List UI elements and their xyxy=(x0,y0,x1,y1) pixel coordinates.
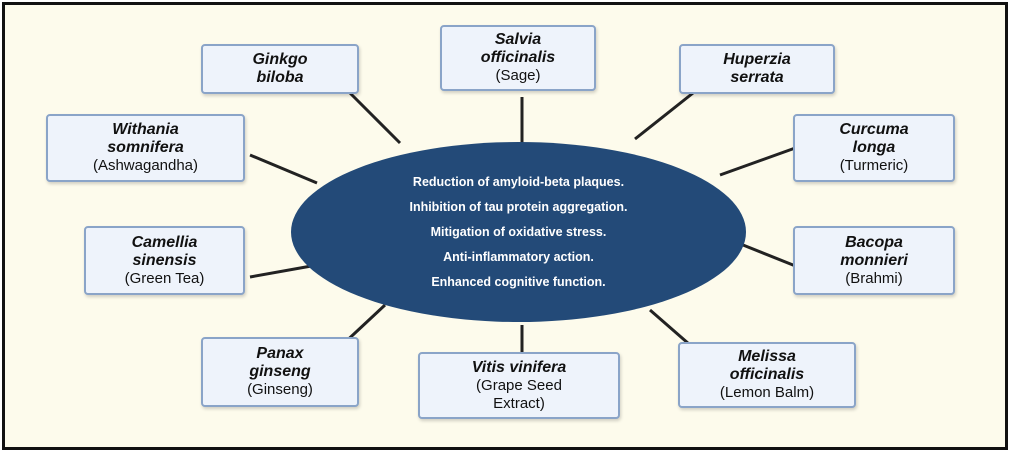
common-name: (Turmeric) xyxy=(839,157,909,174)
scientific-name-line: Huperzia xyxy=(723,51,791,68)
scientific-name-line: sinensis xyxy=(132,251,197,269)
node-panax-ginseng: Panax ginseng (Ginseng) xyxy=(201,337,359,407)
mechanism-line: Reduction of amyloid-beta plaques. xyxy=(412,174,625,189)
scientific-name-line: Withania xyxy=(112,121,179,138)
common-name: (Grape Seed xyxy=(476,376,562,394)
scientific-name-line: Camellia xyxy=(131,233,198,251)
mechanism-line: Mitigation of oxidative stress. xyxy=(430,224,607,239)
scientific-name-line: Melissa xyxy=(738,348,796,365)
connector-curcuma xyxy=(719,145,799,177)
node-bacopa-monnieri: Bacopa monnieri (Brahmi) xyxy=(793,226,955,295)
node-salvia-officinalis: Salvia officinalis (Sage) xyxy=(440,25,596,91)
node-withania-somnifera: Withania somnifera (Ashwagandha) xyxy=(46,114,245,182)
common-name: Extract) xyxy=(493,394,545,412)
scientific-name-line: Ginkgo xyxy=(252,51,308,68)
scientific-name-line: ginseng xyxy=(249,363,311,380)
scientific-name-line: serrata xyxy=(730,69,784,86)
scientific-name-line: Vitis vinifera xyxy=(471,358,567,376)
mechanism-line: Enhanced cognitive function. xyxy=(431,274,606,289)
scientific-name-line: Curcuma xyxy=(839,121,909,138)
scientific-name-line: monnieri xyxy=(840,251,908,269)
node-vitis-vinifera: Vitis vinifera (Grape Seed Extract) xyxy=(418,352,620,419)
connector-bacopa xyxy=(742,243,799,269)
mechanism-line: Anti-inflammatory action. xyxy=(443,249,594,264)
scientific-name-line: officinalis xyxy=(729,366,805,383)
connector-huperzia xyxy=(634,91,694,141)
node-melissa-officinalis: Melissa officinalis (Lemon Balm) xyxy=(678,342,856,408)
node-huperzia-serrata: Huperzia serrata xyxy=(679,44,835,94)
node-curcuma-longa: Curcuma longa (Turmeric) xyxy=(793,114,955,182)
common-name: (Ginseng) xyxy=(247,381,313,398)
scientific-name-line: Salvia xyxy=(494,31,542,48)
connector-withania xyxy=(249,153,318,185)
connector-camellia xyxy=(249,263,318,279)
scientific-name-line: officinalis xyxy=(480,49,556,66)
scientific-name-line: biloba xyxy=(256,69,304,86)
scientific-name-line: somnifera xyxy=(107,139,184,156)
node-camellia-sinensis: Camellia sinensis (Green Tea) xyxy=(84,226,245,295)
common-name: (Lemon Balm) xyxy=(719,384,815,401)
node-ginkgo-biloba: Ginkgo biloba xyxy=(201,44,359,94)
common-name: (Green Tea) xyxy=(124,269,205,287)
scientific-name-line: Panax xyxy=(256,345,304,362)
central-mechanisms-ellipse: Reduction of amyloid-beta plaques. Inhib… xyxy=(291,142,746,322)
common-name: (Brahmi) xyxy=(845,269,903,287)
scientific-name-line: Bacopa xyxy=(845,233,903,251)
connector-ginkgo xyxy=(348,91,402,145)
scientific-name-line: longa xyxy=(852,139,896,156)
mechanism-line: Inhibition of tau protein aggregation. xyxy=(409,199,628,214)
common-name: (Sage) xyxy=(495,67,541,84)
common-name: (Ashwagandha) xyxy=(92,157,199,174)
